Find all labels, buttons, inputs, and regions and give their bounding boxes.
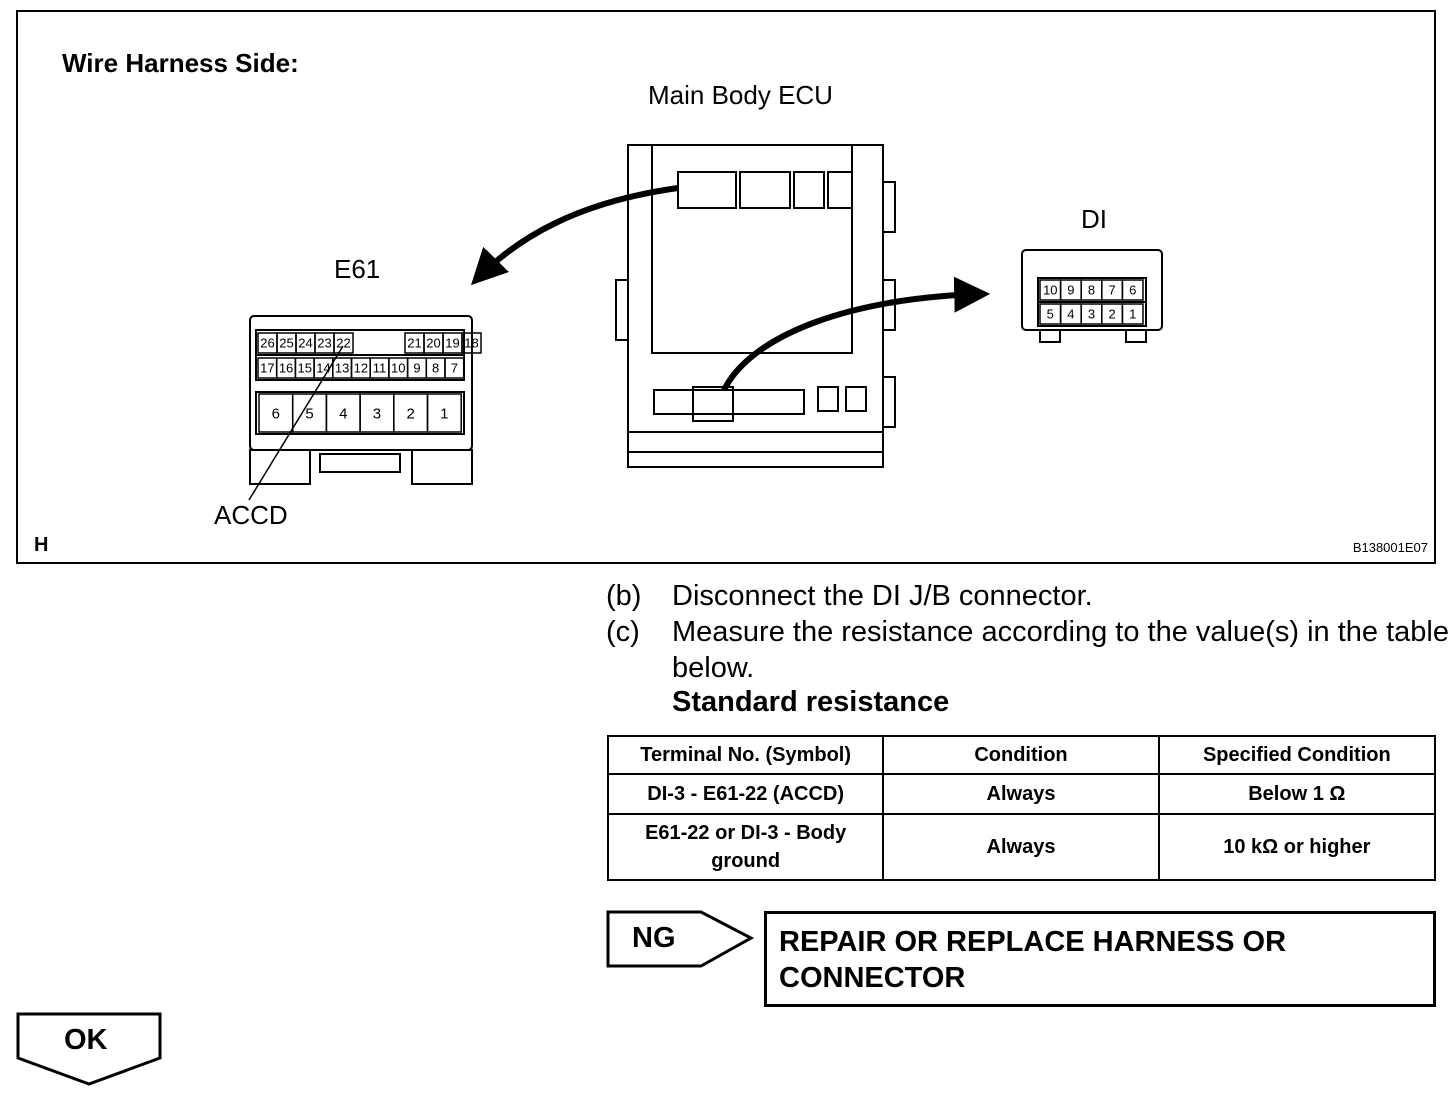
pin-cell xyxy=(444,357,465,379)
arrow-to-e61 xyxy=(470,185,679,286)
ng-tag-shape xyxy=(606,910,755,968)
pin-cell xyxy=(333,332,354,354)
pin-number: 21 xyxy=(407,336,421,351)
pin-number: 4 xyxy=(339,405,347,422)
pin-number: 10 xyxy=(391,361,405,376)
ng-label: NG xyxy=(632,922,676,954)
pin-number: 10 xyxy=(1043,283,1057,298)
pin-number: 7 xyxy=(451,361,458,376)
table-row: DI-3 - E61-22 (ACCD) Always Below 1 Ω xyxy=(606,773,1437,815)
step-text: Measure the resistance according to the … xyxy=(672,616,1449,684)
table-cell: Below 1 Ω xyxy=(1157,773,1437,815)
step-marker: (b) xyxy=(606,580,642,612)
e61-pin-row-1: 26 25 24 23 22 21 20 19 18 xyxy=(257,332,482,354)
pin-number: 26 xyxy=(260,336,274,351)
pin-number: 17 xyxy=(260,361,274,376)
connector-figure: Wire Harness Side: H B138001E07 xyxy=(16,10,1436,564)
pin-number: 16 xyxy=(279,361,293,376)
di-label: DI xyxy=(1081,204,1107,234)
pin-number: 13 xyxy=(335,361,349,376)
table-header-row: Terminal No. (Symbol) Condition Specifie… xyxy=(606,735,1437,775)
pin-number: 5 xyxy=(305,405,313,422)
pin-cell xyxy=(426,393,462,433)
pin-cell xyxy=(461,332,482,354)
figure-title: Wire Harness Side: xyxy=(62,48,299,78)
table-cell: E61-22 or DI-3 - Body ground xyxy=(606,813,885,881)
arrow-to-di xyxy=(721,276,991,392)
pin-number: 18 xyxy=(464,336,478,351)
pin-number: 1 xyxy=(440,405,448,422)
step-c: (c) Measure the resistance according to … xyxy=(606,614,1456,686)
accd-label: ACCD xyxy=(214,500,288,530)
table-cell: 10 kΩ or higher xyxy=(1157,813,1437,881)
pin-number: 7 xyxy=(1108,283,1115,298)
pin-number: 8 xyxy=(1088,283,1095,298)
table-row: E61-22 or DI-3 - Body ground Always 10 k… xyxy=(606,813,1437,881)
pin-number: 22 xyxy=(336,336,350,351)
step-text: Disconnect the DI J/B connector. xyxy=(672,580,1093,612)
pin-number: 25 xyxy=(279,336,293,351)
pin-number: 5 xyxy=(1047,307,1054,322)
pin-number: 15 xyxy=(298,361,312,376)
ok-label: OK xyxy=(64,1024,108,1056)
di-connector-drawing xyxy=(1021,249,1163,343)
table-cell: Always xyxy=(882,773,1160,815)
ng-result-box: REPAIR OR REPLACE HARNESS OR CONNECTOR xyxy=(764,911,1436,1007)
pin-number: 9 xyxy=(413,361,420,376)
pin-number: 12 xyxy=(354,361,368,376)
table-cell: Always xyxy=(882,813,1160,881)
resistance-table: Terminal No. (Symbol) Condition Specifie… xyxy=(606,735,1437,881)
pin-number: 20 xyxy=(426,336,440,351)
pin-number: 3 xyxy=(1088,307,1095,322)
pin-number: 9 xyxy=(1067,283,1074,298)
instruction-steps: (b) Disconnect the DI J/B connector. (c)… xyxy=(606,578,1456,686)
pin-number: 8 xyxy=(432,361,439,376)
pin-number: 3 xyxy=(373,405,381,422)
e61-label: E61 xyxy=(334,254,380,284)
accd-leader-line xyxy=(248,345,344,501)
e61-pin-row-3: 6 5 4 3 2 1 xyxy=(258,393,462,433)
pin-cell xyxy=(1121,303,1144,325)
ok-tag-shape xyxy=(16,1012,162,1086)
figure-code: B138001E07 xyxy=(1352,540,1428,555)
column-header: Terminal No. (Symbol) xyxy=(606,735,885,775)
standard-resistance-heading: Standard resistance xyxy=(672,686,950,718)
pin-number: 24 xyxy=(298,336,312,351)
pin-number: 14 xyxy=(316,361,330,376)
main-body-ecu-label: Main Body ECU xyxy=(648,80,833,110)
column-header: Condition xyxy=(882,735,1160,775)
table-cell: DI-3 - E61-22 (ACCD) xyxy=(606,773,885,815)
pin-number: 23 xyxy=(317,336,331,351)
pin-number: 6 xyxy=(1129,283,1136,298)
step-marker: (c) xyxy=(606,616,640,648)
column-header: Specified Condition xyxy=(1157,735,1437,775)
e61-connector-drawing xyxy=(249,315,473,485)
pin-cell xyxy=(1121,279,1144,301)
pin-number: 1 xyxy=(1129,307,1136,322)
step-b: (b) Disconnect the DI J/B connector. xyxy=(606,578,1456,614)
pin-number: 2 xyxy=(1108,307,1115,322)
pin-number: 4 xyxy=(1067,307,1074,322)
pin-number: 19 xyxy=(445,336,459,351)
pin-number: 2 xyxy=(406,405,414,422)
figure-letter: H xyxy=(34,534,49,556)
pin-number: 11 xyxy=(373,361,387,376)
pin-number: 6 xyxy=(272,405,280,422)
